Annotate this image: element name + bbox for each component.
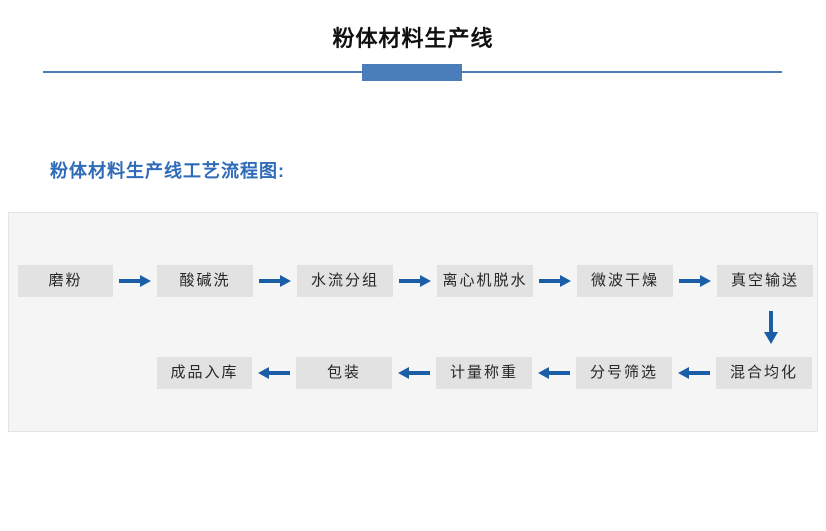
flow-node-grading-screening[interactable]: 分号筛选: [576, 357, 672, 389]
flow-node-water-classification[interactable]: 水流分组: [297, 265, 393, 297]
flow-node-milling[interactable]: 磨粉: [18, 265, 113, 297]
flow-node-vacuum-conveying[interactable]: 真空输送: [717, 265, 813, 297]
arrow-right-icon: [253, 274, 297, 288]
arrow-left-icon: [532, 366, 576, 380]
flow-node-finished-goods-warehousing[interactable]: 成品入库: [157, 357, 252, 389]
flow-node-microwave-drying[interactable]: 微波干燥: [577, 265, 673, 297]
flow-node-packaging[interactable]: 包装: [296, 357, 392, 389]
title-divider-accent-block: [362, 64, 462, 81]
arrow-right-icon: [673, 274, 717, 288]
flow-node-blending-homogenizing[interactable]: 混合均化: [716, 357, 812, 389]
arrow-left-icon: [392, 366, 436, 380]
flow-node-centrifuge-dewatering[interactable]: 离心机脱水: [437, 265, 533, 297]
flow-row-top: 磨粉 酸碱洗 水流分组 离心机脱水: [18, 265, 813, 297]
arrow-left-icon: [252, 366, 296, 380]
arrow-down-icon: [761, 309, 781, 347]
section-heading: 粉体材料生产线工艺流程图:: [50, 161, 285, 181]
arrow-right-icon: [393, 274, 437, 288]
arrow-right-icon: [113, 274, 157, 288]
arrow-left-icon: [672, 366, 716, 380]
flow-row-bottom: 成品入库 包装 计量称重 分号筛选: [157, 357, 812, 389]
flow-node-acid-alkali-wash[interactable]: 酸碱洗: [157, 265, 253, 297]
process-flow-panel: 磨粉 酸碱洗 水流分组 离心机脱水: [8, 212, 818, 432]
page-title: 粉体材料生产线: [332, 26, 494, 51]
arrow-right-icon: [533, 274, 577, 288]
flow-node-metering-weighing[interactable]: 计量称重: [436, 357, 532, 389]
